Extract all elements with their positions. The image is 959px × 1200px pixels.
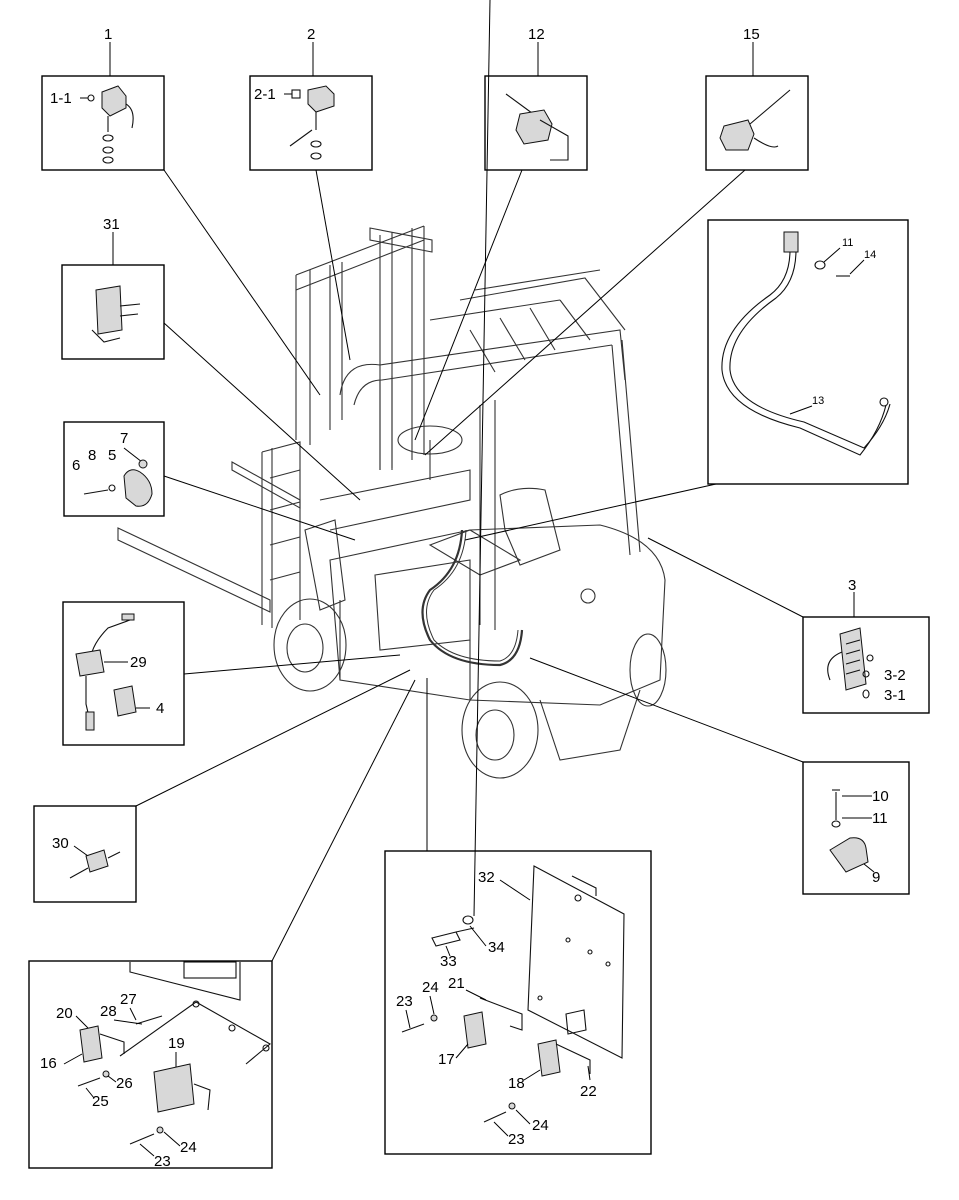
callout-23-panel-b: 23 [508,1131,525,1148]
callout-9: 9 [872,869,880,886]
part-box-5: 5 7 6 8 [63,421,356,541]
callout-34: 34 [488,939,505,956]
callout-30: 30 [52,835,69,852]
part-box-15: 15 [424,26,809,456]
part-box-29: 29 4 [62,601,401,746]
callout-3: 3 [848,577,856,594]
callout-24-panel-b: 24 [532,1117,549,1134]
callout-16: 16 [40,1055,57,1072]
callout-23-panel-a: 23 [396,993,413,1010]
callout-21: 21 [448,975,465,992]
callout-26: 26 [116,1075,133,1092]
callout-23-relay: 23 [154,1153,171,1170]
callout-32: 32 [478,869,495,886]
callout-24-panel-a: 24 [422,979,439,996]
callout-15: 15 [743,26,760,43]
callout-27: 27 [120,991,137,1008]
callout-12: 12 [528,26,545,43]
callout-5: 5 [108,447,116,464]
part-box-1: 1 1-1 [41,26,321,396]
callout-13: 13 [812,395,824,407]
callout-31: 31 [103,216,120,233]
part-box-20: 20 27 28 19 16 26 25 24 23 [28,679,416,1170]
callout-14: 14 [864,249,876,261]
callout-17: 17 [438,1051,455,1068]
callout-28: 28 [100,1003,117,1020]
part-box-9: 10 11 9 [529,657,910,895]
callout-19: 19 [168,1035,185,1052]
callout-24-relay: 24 [180,1139,197,1156]
callout-3-1: 3-1 [884,687,906,704]
part-box-30: 30 [33,669,411,903]
callout-1: 1 [104,26,112,43]
callout-29: 29 [130,654,147,671]
callout-7: 7 [120,430,128,447]
callout-6: 6 [72,457,80,474]
part-box-32: 32 34 33 21 24 23 17 18 22 24 23 [384,0,652,1155]
part-box-12: 12 [414,26,588,441]
callout-33: 33 [440,953,457,970]
callout-4: 4 [156,700,164,717]
callout-2-1: 2-1 [254,86,276,103]
forklift-truck [117,225,667,779]
part-box-13: 11 14 13 [464,219,909,541]
callout-20: 20 [56,1005,73,1022]
callout-8: 8 [88,447,96,464]
callout-11-cable: 11 [842,237,853,249]
part-box-3: 3 3-2 3-1 [647,537,930,714]
callout-22: 22 [580,1083,597,1100]
callout-3-2: 3-2 [884,667,906,684]
callout-11-box9: 11 [872,810,888,827]
callout-2: 2 [307,26,315,43]
callout-10: 10 [872,788,889,805]
part-box-2: 2 2-1 [249,26,373,361]
part-box-31: 31 [61,216,361,501]
callout-25: 25 [92,1093,109,1110]
callout-1-1: 1-1 [50,90,72,107]
callout-18: 18 [508,1075,525,1092]
